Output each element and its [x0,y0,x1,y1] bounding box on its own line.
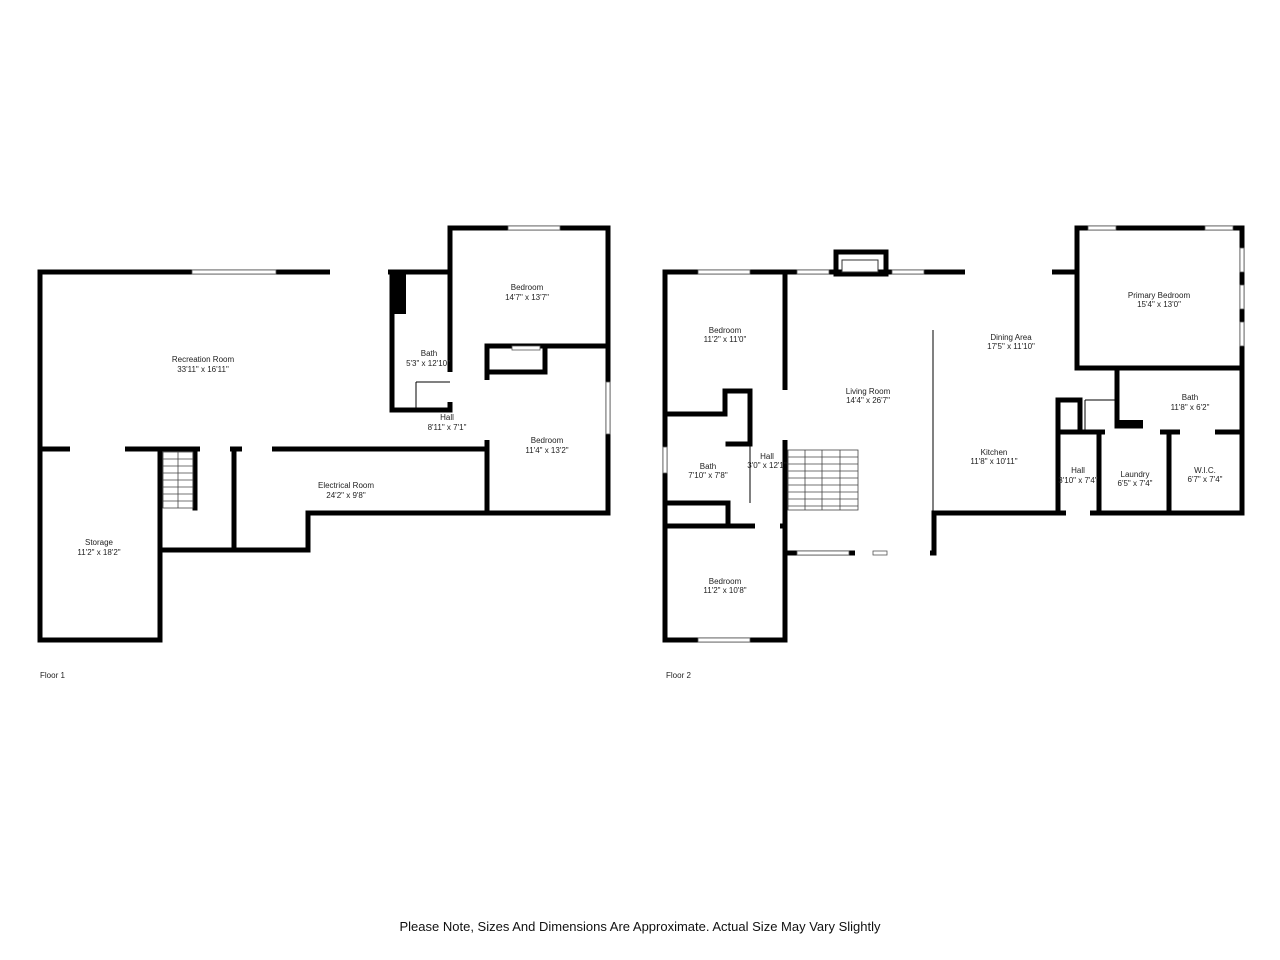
room-name: Recreation Room [172,355,235,364]
floor-2-stairs [787,449,859,511]
room-name: Bedroom [511,283,544,292]
room-name: Bedroom [531,436,564,445]
room-name: Electrical Room [318,481,374,490]
room-dims: 8'11" x 7'1" [428,423,467,432]
room-name: Primary Bedroom [1128,291,1191,300]
room-name: Laundry [1121,470,1150,479]
room-dims: 11'2" x 10'8" [703,586,746,595]
floor-1-label: Floor 1 [40,671,65,680]
room-name: Hall [440,413,454,422]
room-name: Kitchen [981,448,1008,457]
room-dims: 11'2" x 18'2" [77,548,120,557]
room-name: Living Room [846,387,891,396]
room-dims: 6'7" x 7'4" [1188,475,1223,484]
room-dims: 7'10" x 7'8" [688,471,728,480]
room-dims: 3'10" x 7'4" [1058,476,1098,485]
room-name: Hall [1071,466,1085,475]
room-name: Storage [85,538,114,547]
floor-1-walls [37,225,611,643]
room-dims: 33'11" x 16'11" [177,365,229,374]
disclaimer-note: Please Note, Sizes And Dimensions Are Ap… [399,919,881,934]
room-dims: 11'8" x 6'2" [1171,403,1210,412]
room-name: Bedroom [709,326,742,335]
room-dims: 14'7" x 13'7" [505,293,549,302]
room-dims: 11'4" x 13'2" [525,446,568,455]
room-name: Bath [1182,393,1198,402]
room-name: W.I.C. [1194,466,1216,475]
room-name: Bath [700,462,716,471]
room-dims: 14'4" x 26'7" [846,396,890,405]
room-dims: 5'3" x 12'10" [406,359,450,368]
room-name: Bedroom [709,577,742,586]
room-name: Dining Area [990,333,1032,342]
floor-2-labels: Bedroom 11'2" x 11'0" Bath 7'10" x 7'8" … [666,291,1223,680]
room-dims: 11'2" x 11'0" [704,335,747,344]
room-dims: 24'2" x 9'8" [326,491,366,500]
floor-2-label: Floor 2 [666,671,691,680]
room-name: Bath [421,349,437,358]
room-name: Hall [760,452,774,461]
floor-2-walls [662,225,1245,643]
room-dims: 6'5" x 7'4" [1118,479,1153,488]
room-dims: 15'4" x 13'0" [1137,300,1181,309]
room-dims: 17'5" x 11'10" [987,342,1035,351]
floor-1-stairs [162,451,194,509]
room-dims: 11'8" x 10'11" [970,457,1017,466]
floor-1-labels: Recreation Room 33'11" x 16'11" Bath 5'3… [40,283,569,680]
room-dims: 3'0" x 12'1" [747,461,787,470]
